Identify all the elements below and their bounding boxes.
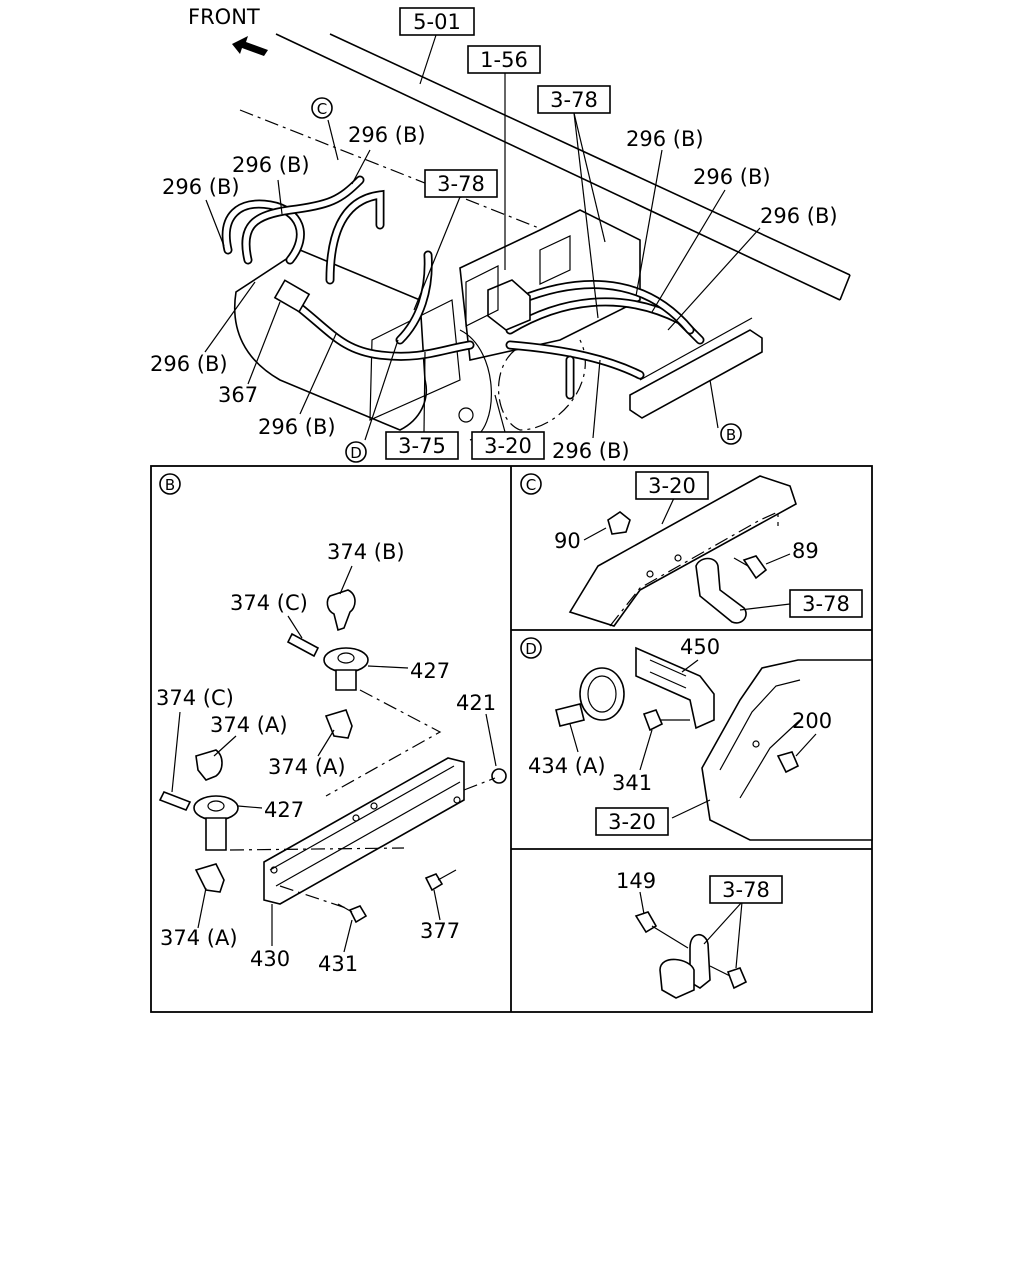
label-296b-1: 296 (B)	[348, 123, 426, 147]
ref-box-d-3-20: 3-20	[608, 810, 656, 834]
overview-illustration: FRONT	[150, 5, 851, 463]
frame-member-d	[701, 659, 873, 841]
nipple-374c-upper	[286, 632, 320, 658]
detail-d: D 3-20 450 200 434 (A) 341	[520, 635, 873, 841]
sleeve-367	[273, 279, 311, 313]
nut-clip	[726, 967, 748, 990]
label-296b-3: 296 (B)	[162, 175, 240, 199]
elbow-374b	[326, 589, 356, 632]
marker-d: D	[350, 444, 362, 462]
frame-rail-top-inner	[329, 33, 851, 276]
clip-3-78-e	[689, 933, 711, 989]
tee-427-lower	[193, 795, 239, 821]
label-374a-upper: 374 (A)	[268, 755, 346, 779]
marker-b: B	[726, 426, 736, 444]
detail-c: C 3-20 3-78 90 89	[520, 471, 863, 627]
front-label: FRONT	[188, 5, 260, 29]
label-90: 90	[554, 529, 581, 553]
clip-3-78-c	[695, 557, 747, 624]
label-374a-mid: 374 (A)	[210, 713, 288, 737]
label-367: 367	[218, 383, 258, 407]
frame-member-c	[568, 475, 797, 627]
ref-box-3-75: 3-75	[398, 434, 446, 458]
hose-bundle	[221, 175, 705, 400]
elbow-374a-upper	[324, 709, 353, 739]
label-296b-6: 296 (B)	[760, 204, 838, 228]
label-89: 89	[792, 539, 819, 563]
label-374a-lower: 374 (A)	[160, 926, 238, 950]
bolt-89	[742, 555, 768, 580]
label-430: 430	[250, 947, 290, 971]
label-149: 149	[616, 869, 656, 893]
label-427-lower: 427	[264, 798, 304, 822]
ref-box-1-56: 1-56	[480, 48, 528, 72]
label-296b-9: 296 (B)	[552, 439, 630, 463]
label-296b-4: 296 (B)	[626, 127, 704, 151]
marker-c: C	[317, 100, 327, 118]
label-374c-lower: 374 (C)	[156, 686, 234, 710]
ref-box-c-3-78: 3-78	[802, 592, 850, 616]
label-374b: 374 (B)	[327, 540, 405, 564]
label-450: 450	[680, 635, 720, 659]
detail-d-marker: D	[525, 640, 537, 658]
front-arrow-icon	[232, 36, 268, 56]
nipple-374c-lower	[158, 790, 192, 812]
tee-427-upper	[323, 647, 369, 673]
ref-box-3-78-b: 3-78	[437, 172, 485, 196]
bolt-149	[634, 911, 658, 934]
bracket-450	[635, 646, 715, 730]
detail-b-marker: B	[165, 476, 175, 494]
label-427-upper: 427	[410, 659, 450, 683]
detail-b: B	[156, 473, 507, 976]
rear-bracket	[629, 329, 763, 419]
bolt-341	[642, 709, 664, 732]
nut-200	[776, 751, 800, 774]
detail-c-marker: C	[526, 476, 536, 494]
bolt-431	[348, 905, 368, 924]
label-377: 377	[420, 919, 460, 943]
elbow-374a-mid	[195, 749, 223, 781]
bolt-377	[424, 873, 444, 892]
label-200: 200	[792, 709, 832, 733]
detail-clip: 3-78 149	[616, 869, 783, 999]
frame-rail-top	[275, 33, 841, 301]
ref-box-3-78-a: 3-78	[550, 88, 598, 112]
label-431: 431	[318, 952, 358, 976]
label-296b-7: 296 (B)	[150, 352, 228, 376]
label-341: 341	[612, 771, 652, 795]
elbow-374a-lower	[194, 863, 225, 893]
clamp-434a	[579, 667, 625, 721]
label-296b-2: 296 (B)	[232, 153, 310, 177]
label-421: 421	[456, 691, 496, 715]
nut-90	[607, 511, 631, 535]
bracket-430	[263, 757, 465, 905]
ref-box-c-3-20: 3-20	[648, 474, 696, 498]
nut-421	[491, 768, 507, 784]
ref-box-3-20: 3-20	[484, 434, 532, 458]
label-374c-upper: 374 (C)	[230, 591, 308, 615]
ref-box-5-01: 5-01	[413, 10, 461, 34]
ref-box-e-3-78: 3-78	[722, 878, 770, 902]
label-296b-5: 296 (B)	[693, 165, 771, 189]
label-296b-8: 296 (B)	[258, 415, 336, 439]
label-434a: 434 (A)	[528, 754, 606, 778]
mounting-plate	[369, 299, 461, 421]
